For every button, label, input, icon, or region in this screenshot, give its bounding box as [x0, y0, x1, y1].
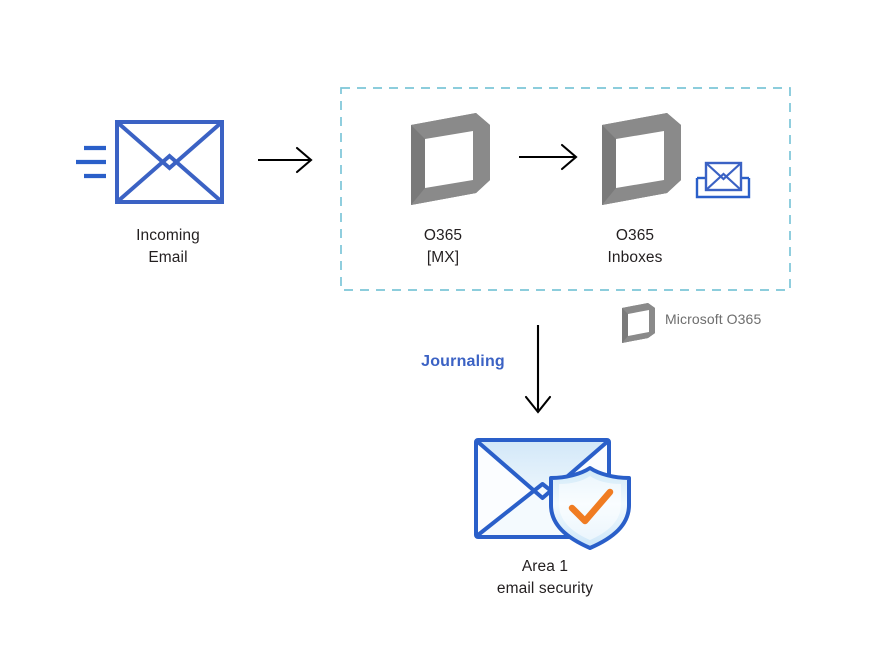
label-o365-mx-line2: [MX] — [426, 249, 460, 266]
office-logo-icon-mx — [411, 113, 490, 205]
label-o365-mx-line1: O365 — [423, 227, 463, 244]
legend-office-logo-icon — [622, 303, 655, 343]
label-incoming-email-line1: Incoming — [136, 227, 200, 244]
arrow-incoming-to-mx — [258, 146, 313, 174]
label-area1-line2: email security — [496, 580, 594, 597]
o365-group-dashed-box — [340, 87, 791, 291]
label-o365-inboxes-line1: O365 — [615, 227, 655, 244]
label-journaling: Journaling — [421, 353, 505, 370]
label-incoming-email-line2: Email — [148, 249, 188, 266]
arrow-journaling-down — [524, 325, 552, 414]
label-o365-inboxes-line2: Inboxes — [607, 249, 663, 266]
arrow-mx-to-inboxes — [519, 143, 578, 171]
envelope-icon — [115, 120, 224, 204]
envelope-shield-icon — [474, 438, 631, 550]
inbox-tray-icon — [695, 161, 751, 199]
label-o365-mx: O365 [MX] — [343, 225, 543, 269]
speed-lines-icon — [76, 145, 106, 179]
label-area1-line1: Area 1 — [521, 558, 569, 575]
office-logo-icon-inboxes — [602, 113, 681, 205]
legend-label-microsoft-o365: Microsoft O365 — [665, 311, 762, 327]
label-area1: Area 1 email security — [445, 556, 645, 600]
